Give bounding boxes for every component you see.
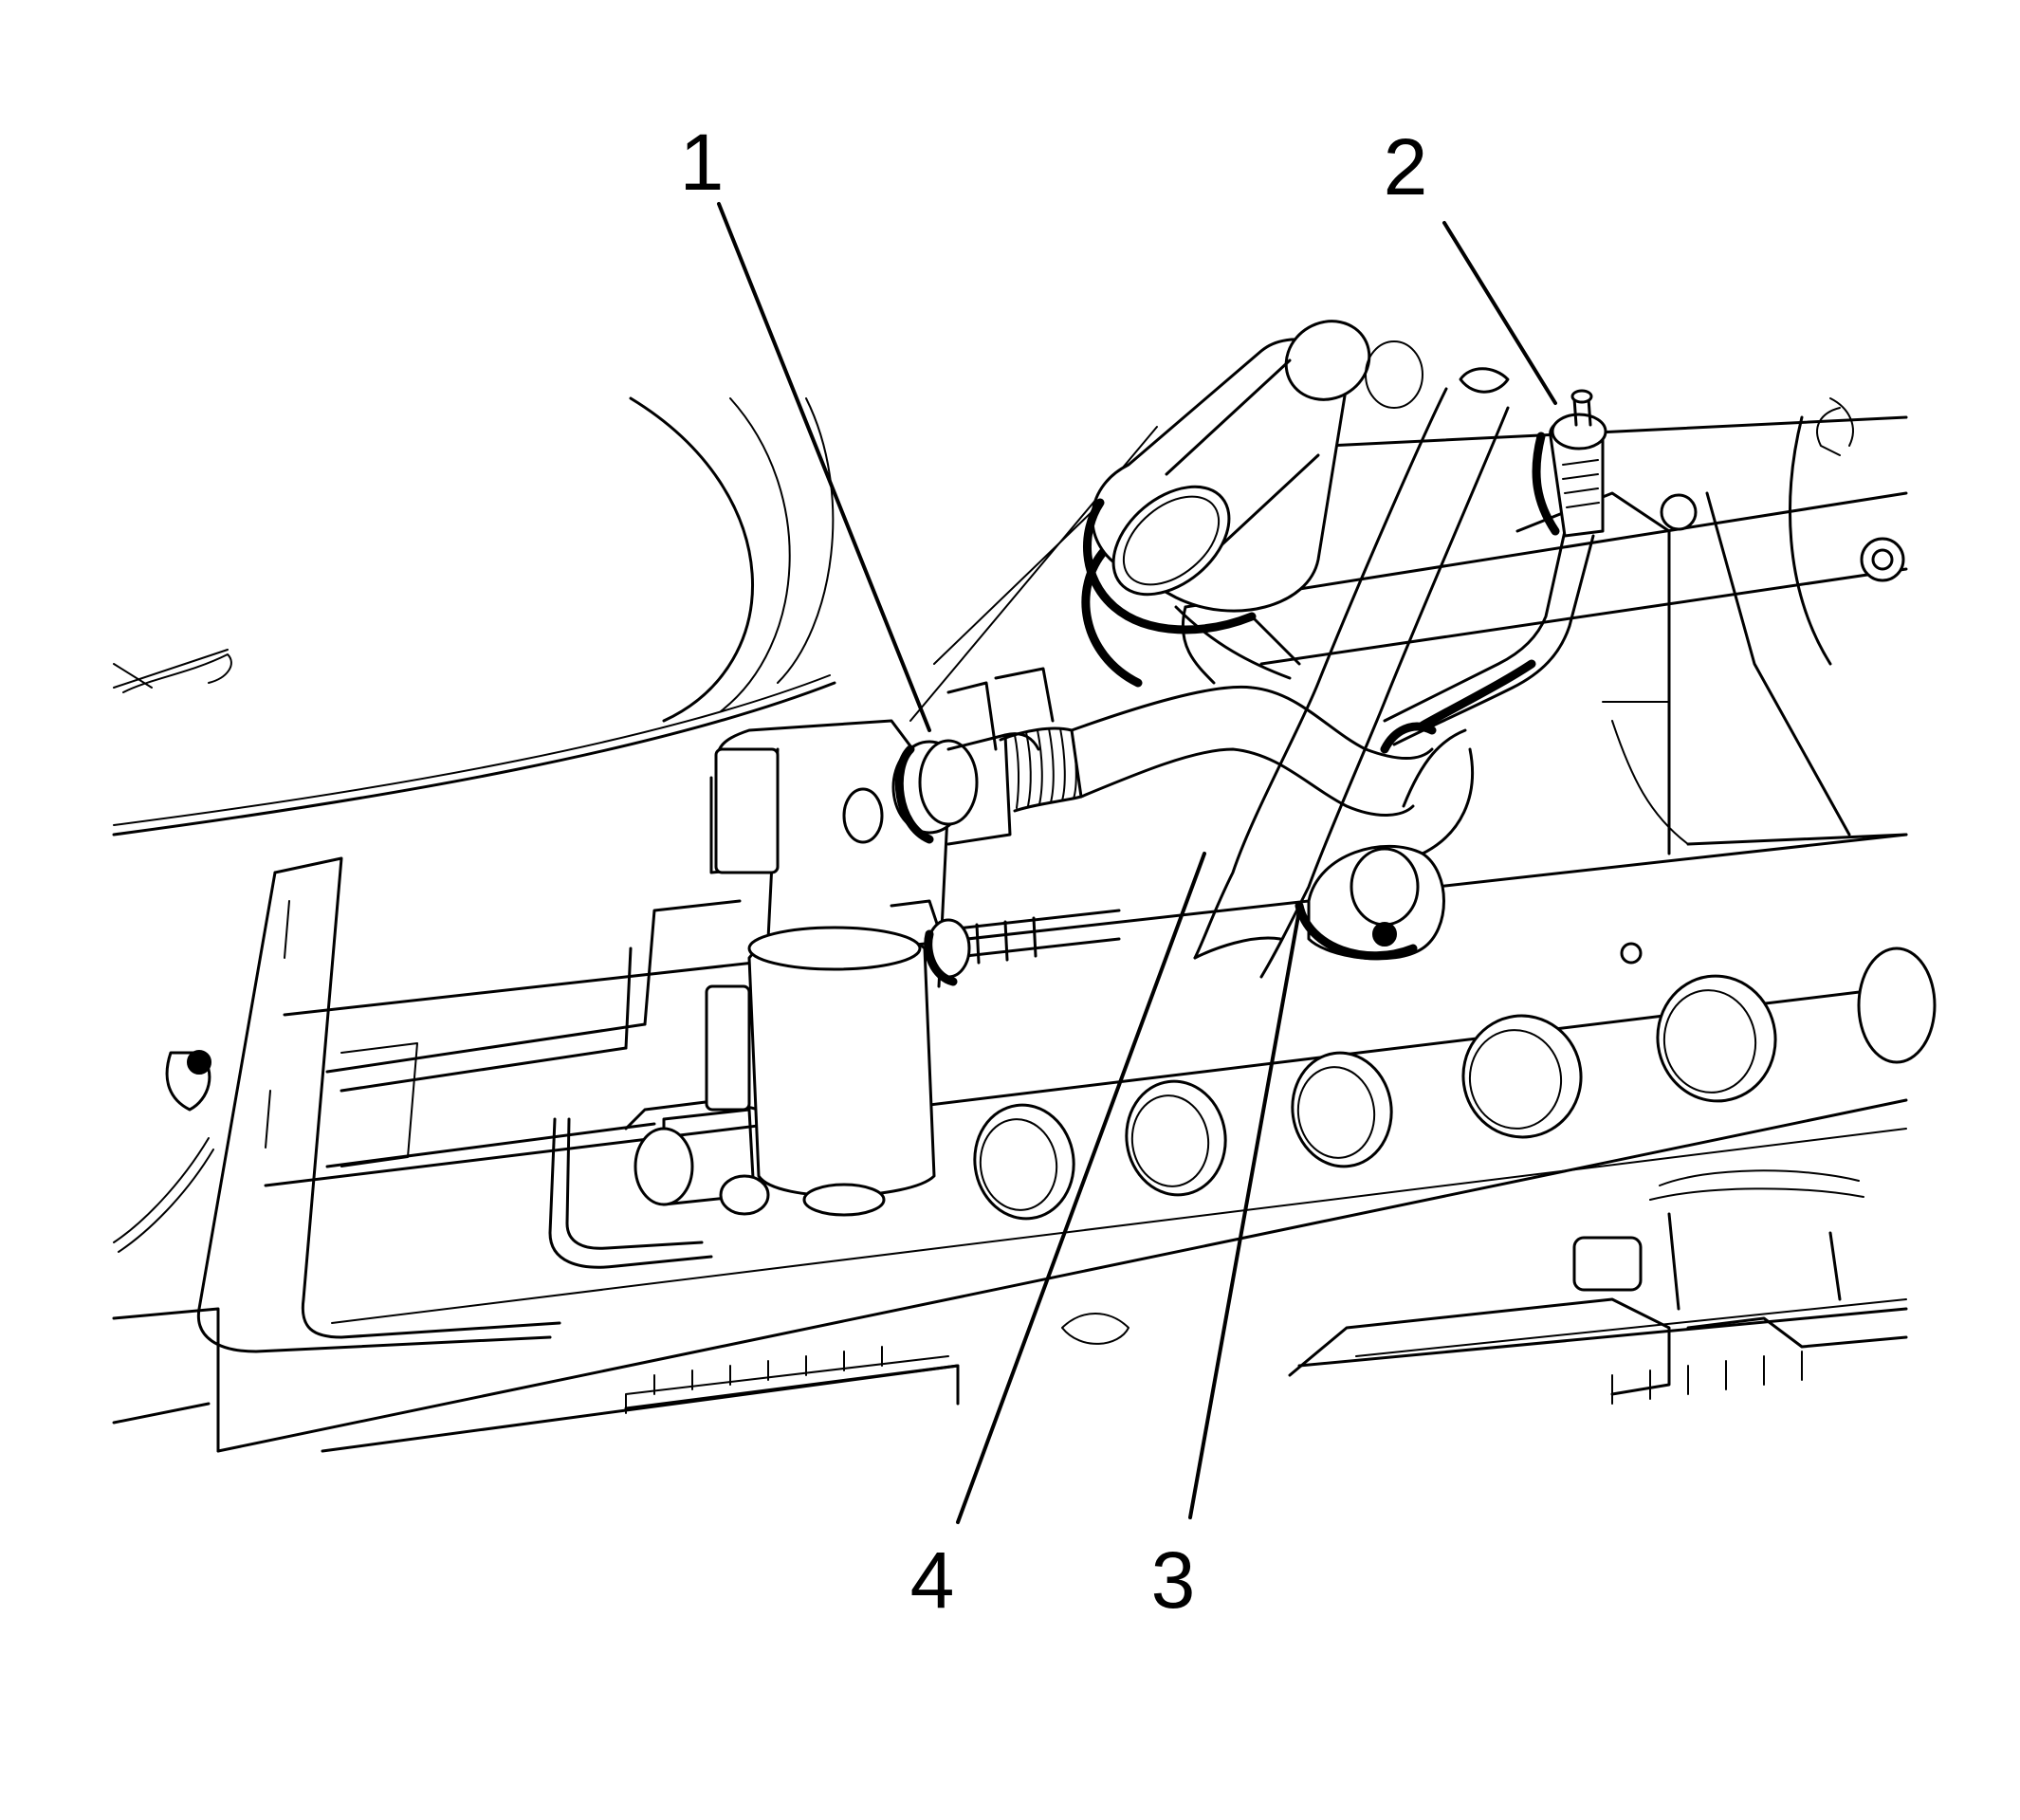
callout-3: 3 — [1151, 1535, 1196, 1625]
perforated-frame-rail — [216, 833, 1937, 1453]
underbody-lower — [112, 1169, 1908, 1453]
purge-solenoid — [634, 899, 941, 1217]
floor-pan-outline — [112, 396, 1201, 836]
callout-4: 4 — [910, 1535, 955, 1625]
callout-2: 2 — [1384, 122, 1428, 211]
callout-1: 1 — [680, 118, 725, 207]
leader-4 — [956, 852, 1206, 1524]
mounting-strap — [113, 856, 561, 1353]
leader-1 — [717, 202, 931, 732]
vapor-line — [1383, 389, 1607, 746]
callout-leaders — [717, 202, 1557, 1524]
body-structure-right — [1184, 397, 1908, 855]
vent-tube — [1193, 367, 1510, 979]
filler-neck-pipe — [1083, 320, 1423, 666]
quick-connect-fitting — [891, 667, 1083, 846]
hose-clamp — [1295, 722, 1475, 961]
canister-housing — [325, 719, 950, 1269]
solenoid-outlet-line — [924, 909, 1121, 986]
callout-labels: 1 2 3 4 — [680, 118, 1428, 1625]
leader-3 — [1188, 909, 1301, 1519]
leader-2 — [1442, 221, 1557, 405]
